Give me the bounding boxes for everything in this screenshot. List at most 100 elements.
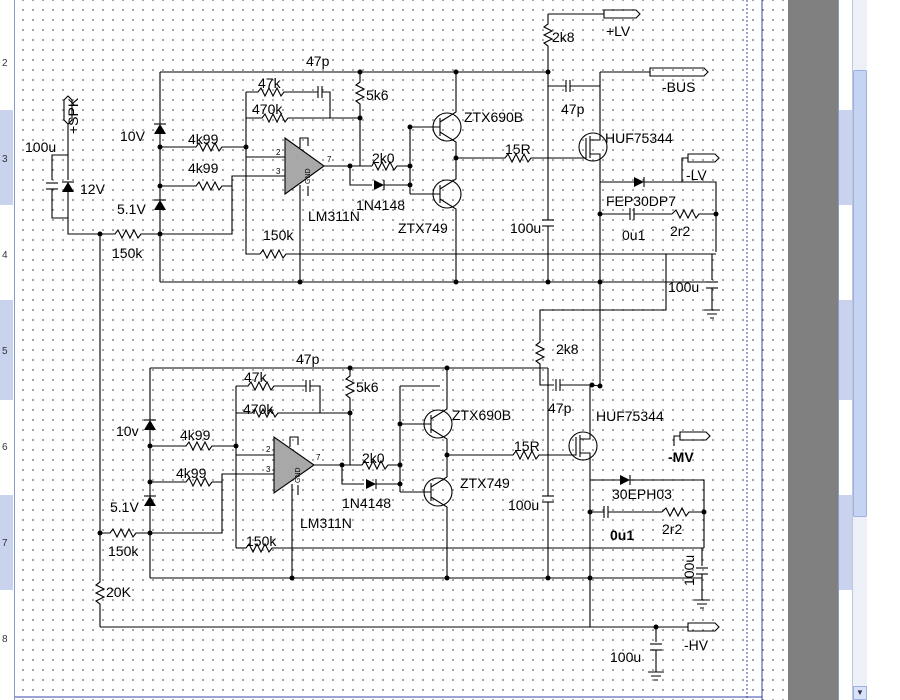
cap-100u-mv[interactable] — [696, 567, 708, 575]
pin-label: GND — [295, 467, 302, 483]
diode-1n4148-top[interactable] — [374, 180, 385, 190]
res-2k0-bot[interactable] — [361, 459, 400, 471]
pin-label: 2 — [266, 445, 271, 454]
bjt-ztx690b-bot[interactable] — [400, 368, 453, 455]
mv-terminal[interactable] — [679, 431, 711, 441]
res-150k-b[interactable] — [259, 248, 716, 260]
cap-47p-bot-label: 47p — [296, 351, 320, 367]
res-2r2-bot[interactable] — [661, 506, 704, 518]
res-4k99-c[interactable] — [150, 440, 236, 452]
cap-100u-top-label: 100u — [510, 220, 541, 236]
ruler-band — [0, 495, 13, 590]
res-2k0-bot-label: 2k0 — [362, 450, 385, 466]
ruler-mark: 5 — [2, 346, 8, 357]
zener-10v-top-label: 10V — [120, 128, 146, 144]
res-4k99-a[interactable] — [160, 141, 246, 153]
pin-label: 2 — [276, 148, 281, 157]
cap-100u-hv[interactable] — [650, 643, 662, 651]
zener-10v-top[interactable] — [154, 123, 166, 134]
spk-terminal[interactable] — [63, 95, 73, 125]
res-20k[interactable] — [94, 580, 106, 627]
res-470k-top[interactable] — [246, 112, 330, 124]
res-15r-top[interactable] — [456, 152, 582, 164]
res-150k-c[interactable] — [100, 527, 150, 539]
res-4k99-d-label: 4k99 — [176, 465, 207, 481]
diode-fep30dp7[interactable] — [634, 177, 645, 187]
zener-51v-bot-label: 5.1V — [110, 499, 139, 515]
cap-feedback-bot[interactable] — [305, 380, 311, 392]
opamp-lm311-bot[interactable]: 2 3 7 GND — [236, 435, 321, 578]
ruler-band — [839, 300, 852, 400]
zener-10v-bot[interactable] — [144, 419, 156, 430]
ruler-band — [839, 110, 852, 205]
res-5k6-top-label: 5k6 — [366, 87, 389, 103]
lv-neg-terminal[interactable] — [687, 153, 720, 163]
opamp-lm311-top[interactable]: 2 3 7 GND — [246, 136, 332, 282]
mv-label: -MV — [668, 449, 694, 465]
vertical-scrollbar[interactable]: ▼ — [852, 0, 900, 700]
res-4k99-b[interactable] — [160, 175, 285, 192]
cap-47p-bot2-label: 47p — [548, 400, 572, 416]
cap-0u1-top[interactable] — [629, 208, 635, 220]
cap-0u1-bot-label: 0u1 — [610, 527, 634, 543]
hv-terminal[interactable] — [687, 622, 720, 632]
cap-100u-spk[interactable] — [46, 182, 58, 190]
res-2k8-top[interactable] — [542, 14, 554, 220]
bjt-ztx749-bot[interactable] — [400, 455, 453, 578]
diode-30eph03-label: 30EPH03 — [612, 486, 672, 502]
res-470k-bot[interactable] — [236, 407, 320, 419]
lv-pos-label: +LV — [606, 23, 631, 39]
res-150k-a[interactable] — [100, 228, 160, 240]
res-4k99-d[interactable] — [150, 473, 274, 488]
cap-100u-lv-label: 100u — [668, 279, 699, 295]
bjt-ztx749-top[interactable] — [410, 158, 462, 282]
cap-100u-lv[interactable] — [706, 281, 718, 289]
res-47k-top[interactable] — [246, 86, 318, 98]
zener-51v-bot[interactable] — [144, 495, 156, 506]
res-15r-bot[interactable] — [447, 449, 572, 461]
cap-100u-mv-label: 100u — [681, 555, 697, 586]
mosfet-huf75344-bot[interactable] — [568, 386, 598, 627]
zener-51v-top[interactable] — [154, 199, 166, 210]
ruler-band — [839, 495, 852, 590]
bjt-ztx690b-bot-label: ZTX690B — [452, 407, 511, 423]
lv-pos-terminal[interactable] — [603, 9, 641, 19]
res-47k-top-label: 47k — [258, 75, 282, 91]
mosfet-huf75344-bot-label: HUF75344 — [596, 408, 664, 424]
res-2k8-mid-label: 2k8 — [556, 341, 579, 357]
res-20k-label: 20K — [106, 584, 132, 600]
schematic-sheet[interactable] — [15, 0, 787, 700]
cap-100u-spk-label: 100u — [25, 139, 56, 155]
res-150k-d[interactable] — [245, 542, 704, 554]
cap-0u1-bot[interactable] — [603, 506, 609, 518]
mosfet-huf75344-top[interactable] — [578, 72, 608, 280]
zener-12v[interactable] — [62, 181, 74, 192]
schematic-canvas[interactable]: +SPK 100u 12V 150k 10V — [0, 0, 790, 700]
res-2r2-top[interactable] — [671, 208, 716, 220]
cap-feedback-top[interactable] — [317, 86, 323, 98]
pin-label: GND — [305, 168, 312, 184]
diode-30eph03[interactable] — [620, 475, 631, 485]
cap-47p-bot2[interactable] — [555, 379, 561, 391]
workspace-margin — [788, 0, 838, 700]
cap-47p-top2[interactable] — [565, 80, 571, 92]
diode-1n4148-top-label: 1N4148 — [356, 197, 405, 213]
diode-1n4148-bot[interactable] — [366, 479, 377, 489]
ruler-mark: 8 — [2, 634, 8, 645]
res-2k8-mid[interactable] — [534, 340, 548, 386]
opamp-lm311-top-label: LM311N — [308, 208, 360, 224]
res-47k-bot[interactable] — [236, 380, 306, 392]
scrollbar-thumb[interactable] — [853, 70, 867, 517]
res-2k0-top[interactable] — [371, 160, 410, 172]
res-2r2-top-label: 2r2 — [670, 223, 690, 239]
cap-100u-hv-label: 100u — [610, 649, 641, 665]
res-4k99-c-label: 4k99 — [180, 427, 211, 443]
res-470k-bot-label: 470k — [243, 401, 274, 417]
scroll-down-icon[interactable]: ▼ — [853, 686, 867, 700]
bus-terminal[interactable] — [649, 67, 709, 77]
cap-100u-mid[interactable] — [542, 495, 554, 503]
bjt-ztx690b-top[interactable] — [410, 72, 462, 158]
res-5k6-bot[interactable] — [344, 368, 356, 465]
cap-100u-top[interactable] — [542, 219, 554, 227]
res-5k6-top[interactable] — [354, 72, 366, 166]
